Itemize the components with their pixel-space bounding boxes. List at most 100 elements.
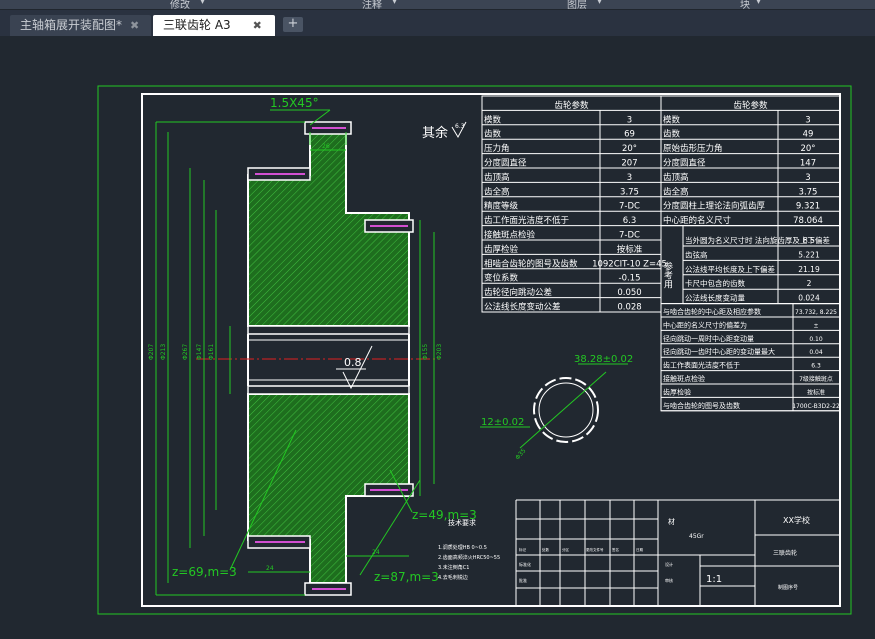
table-cell-value: 6.3 <box>623 216 637 226</box>
cad-drawing[interactable]: Φ207 Φ213 Φ267 Φ147 Φ161 Φ155 Φ203 26 24… <box>0 36 875 635</box>
title-block <box>515 499 840 606</box>
table-cell-label: 齿顶高 <box>484 172 510 183</box>
table-cell-label: 公法线平均长度及上下偏差 <box>685 264 775 274</box>
table-cell-value: 6.3 <box>811 363 821 370</box>
table-cell-label: 径向跳动一周时中心距变动量 <box>663 334 754 343</box>
table-cell-value: 69 <box>624 130 635 140</box>
table-cell-value: 78.064 <box>793 216 823 226</box>
table-cell-label: 中心距的名义尺寸的偏差为 <box>663 320 747 329</box>
gear-section <box>196 121 440 596</box>
menu-item-layer[interactable]: 图层 <box>567 0 587 10</box>
dim-d7: Φ203 <box>436 344 443 360</box>
tech-req-line: 4.去毛刺锐边 <box>438 574 468 581</box>
dim-face-a: 24 <box>266 565 274 572</box>
table-cell-value: ± <box>813 322 818 329</box>
menu-dropdown-icon[interactable]: ▾ <box>200 0 206 7</box>
table-cell-label: 齿轮径向跳动公差 <box>484 287 552 298</box>
title-small-label: 标记 <box>519 547 527 552</box>
table-cell-value: 0.050 <box>617 288 641 298</box>
title-scale: 1:1 <box>706 574 722 585</box>
table-cell-label: 模数 <box>663 114 681 125</box>
table-cell-label: 公法线长度变动量 <box>685 293 745 303</box>
chamfer-note: 1.5X45° <box>270 96 319 110</box>
menu-dropdown-icon[interactable]: ▾ <box>392 0 398 7</box>
title-part-name: 三联齿轮 <box>773 549 797 557</box>
table-cell-label: 变位系数 <box>484 273 519 284</box>
gear-label-left: z=69,m=3 <box>172 565 237 579</box>
table-cell-value: 73.732, 8.225 <box>795 309 837 316</box>
spline-inner-dim: Φ35 <box>514 447 527 461</box>
close-icon[interactable]: ✖ <box>252 19 262 32</box>
title-small-label: 更改文件号 <box>586 547 604 552</box>
roughness-note: 其余 <box>422 125 448 141</box>
dimension-lines <box>155 109 435 596</box>
spline-outer-dim: 38.28±0.02 <box>574 354 633 365</box>
title-small-label: 签名 <box>612 547 619 552</box>
technical-requirements: 技术要求 1.调质处理HB 0~0.5 2.齿面高频淬火HRC50~55 3.未… <box>438 518 500 581</box>
table-cell-label: 齿全高 <box>484 186 510 197</box>
plus-icon[interactable]: + <box>283 17 303 32</box>
dim-d1: Φ207 <box>148 344 155 360</box>
table-cell-label: 分度圆直径 <box>663 158 706 169</box>
table-cell-label: 分度圆柱上理论法向弧齿厚 <box>663 201 766 212</box>
table-cell-value: 8.5 <box>803 236 815 245</box>
title-material: 45Gr <box>689 533 704 540</box>
tab-spindle-assembly[interactable]: 主轴箱展开装配图* ✖ <box>10 15 151 36</box>
tab-label: 主轴箱展开装配图* <box>20 18 123 32</box>
menu-item-modify[interactable]: 修改 <box>170 0 190 10</box>
table-cell-value: 147 <box>800 159 816 169</box>
table-cell-label: 与啮合齿轮的中心距及相应参数 <box>663 307 761 316</box>
table-title: 齿轮参数 <box>733 100 768 111</box>
tab-triple-gear[interactable]: 三联齿轮 A3 ✖ <box>153 15 275 36</box>
table-cell-value: 7-DC <box>619 231 640 241</box>
table-cell-label: 齿数 <box>484 129 502 140</box>
table-cell-value: 49 <box>803 130 814 140</box>
table-cell-label: 齿工作面光洁度不低于 <box>484 215 570 226</box>
drawing-canvas[interactable]: Φ207 Φ213 Φ267 Φ147 Φ161 Φ155 Φ203 26 24… <box>0 36 875 635</box>
title-company: XX学校 <box>783 515 810 525</box>
dim-d3: Φ267 <box>182 344 189 360</box>
table-cell-value: 1700C-B3D2-22 <box>792 403 840 410</box>
table-cell-label: 齿厚检验 <box>484 244 519 255</box>
close-icon[interactable]: ✖ <box>130 19 140 32</box>
group-label: 参考用 <box>662 261 673 290</box>
menu-item-annotate[interactable]: 注释 <box>362 0 382 10</box>
table-cell-value: 7级接触斑点 <box>799 375 833 383</box>
table-cell-value: 按标准 <box>807 388 825 396</box>
menu-dropdown-icon[interactable]: ▾ <box>756 0 762 7</box>
table-cell-label: 接触斑点检验 <box>484 230 536 241</box>
dim-d6: Φ155 <box>422 344 429 360</box>
tech-req-line: 2.齿面高频淬火HRC50~55 <box>438 554 500 561</box>
dim-top-width: 26 <box>322 143 330 150</box>
table-cell-value: 1092CIT-10 Z=45 <box>592 259 667 269</box>
table-cell-label: 卡尺中包含的齿数 <box>685 278 745 288</box>
roughness-symbol: 其余 6.3 <box>422 121 467 141</box>
title-small-label: 分区 <box>562 547 570 552</box>
tech-req-title: 技术要求 <box>448 518 476 527</box>
table-cell-value: 0.04 <box>809 349 823 356</box>
menu-item-block[interactable]: 块 <box>740 0 750 10</box>
gear-labels: z=69,m=3 z=87,m=3 z=49,m=3 <box>172 508 477 584</box>
table-cell-label: 精度等级 <box>484 201 519 212</box>
table-cell-label: 齿顶高 <box>663 172 689 183</box>
gear-label-middle: z=87,m=3 <box>374 570 439 584</box>
table-cell-value: 3 <box>627 173 632 183</box>
table-cell-value: 9.321 <box>796 202 820 212</box>
table-cell-label: 当外圆为名义尺寸时 法向旋齿厚及上下偏差 <box>685 235 830 245</box>
dim-d4: Φ147 <box>196 344 203 360</box>
table-cell-value: 3.75 <box>799 187 818 197</box>
tab-label: 三联齿轮 A3 <box>163 18 231 32</box>
table-cell-label: 齿工作表面光洁度不低于 <box>663 361 740 370</box>
table-cell-value: 0.10 <box>809 336 823 343</box>
outer-border <box>97 85 852 615</box>
title-block-texts: 材 45Gr XX学校 三联齿轮 1:1 制图序号 设计 审核 标准化 批准 标… <box>519 515 810 591</box>
table-title: 齿轮参数 <box>554 100 589 111</box>
table-cell-value: 按标准 <box>617 244 643 255</box>
spline-section: 38.28±0.02 12±0.02 Φ35 <box>480 354 633 461</box>
spline-width-dim: 12±0.02 <box>481 417 524 428</box>
table-cell-label: 齿数 <box>663 129 681 140</box>
table-cell-value: 2 <box>807 279 812 288</box>
menu-dropdown-icon[interactable]: ▾ <box>597 0 603 7</box>
